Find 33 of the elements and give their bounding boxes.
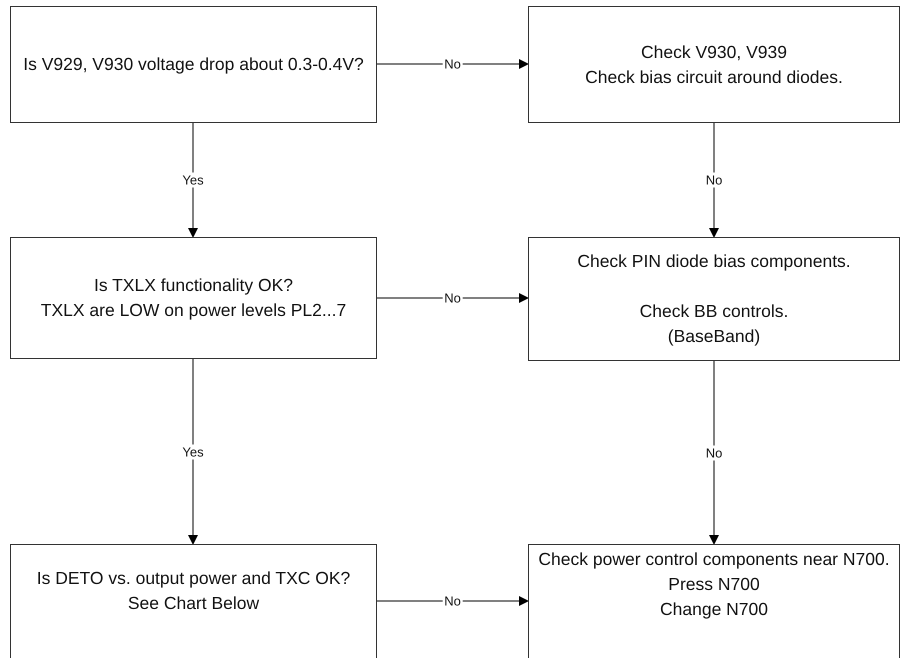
process-box [528, 237, 900, 361]
edge-label: No [704, 445, 724, 460]
arrow [376, 59, 529, 69]
arrow [376, 596, 529, 606]
box-text: Check power control components near N700. [538, 548, 890, 571]
arrow [709, 122, 719, 238]
box-text: Is V929, V930 voltage drop about 0.3-0.4V? [23, 53, 364, 76]
box-text: Check bias circuit around diodes. [585, 66, 843, 88]
process-box [10, 6, 377, 123]
edge-label: No [442, 290, 463, 306]
box-text: Check BB controls. [640, 300, 788, 323]
arrow [376, 293, 529, 303]
process-box [528, 6, 900, 123]
process-box [528, 544, 900, 658]
edge-label: No [442, 56, 463, 72]
edge-label: Yes [180, 172, 206, 188]
box-text: See Chart Below [128, 592, 260, 615]
box-text: Is DETO vs. output power and TXC OK? [36, 567, 350, 590]
box-text: Is TXLX functionality OK? [94, 274, 294, 297]
process-box [10, 237, 377, 359]
box-text: Check V930, V939 [641, 40, 787, 64]
box-text: Check PIN diode bias components. [577, 250, 851, 273]
arrow [188, 122, 198, 238]
box-text: (BaseBand) [668, 325, 760, 348]
edge-label: Yes [180, 444, 206, 459]
arrow [709, 360, 719, 545]
box-text: Change N700 [660, 598, 768, 621]
edge-label: No [442, 594, 463, 608]
box-text: TXLX are LOW on power levels PL2...7 [40, 299, 346, 322]
edge-label: No [704, 172, 724, 188]
process-box [10, 544, 377, 658]
arrow [188, 358, 198, 545]
box-text: Press N700 [668, 573, 760, 596]
